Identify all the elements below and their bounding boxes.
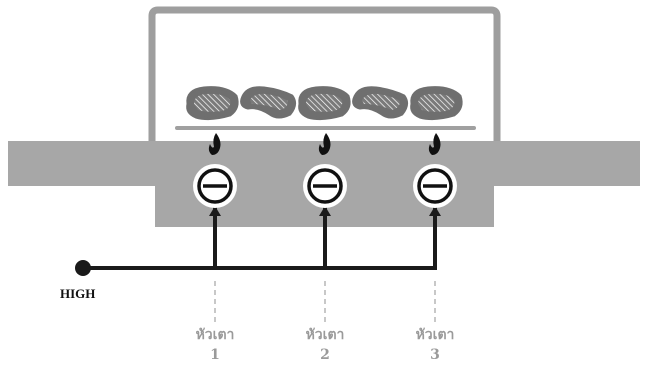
burner-label: หัวเตา: [196, 327, 235, 343]
steak-icon: [240, 86, 297, 119]
burners: หัวเตา 1 หัวเตา 2 หัวเตา 3: [193, 133, 457, 363]
steaks: [186, 86, 463, 121]
burner-3: หัวเตา 3: [413, 133, 457, 363]
hood-icon: [148, 6, 501, 150]
steak-icon: [186, 86, 239, 121]
burner-1: หัวเตา 1: [193, 133, 237, 363]
burner-label: หัวเตา: [416, 327, 455, 343]
control-label: HIGH: [60, 286, 95, 301]
burner-number: 3: [430, 347, 440, 363]
burner-number: 1: [210, 347, 220, 363]
burner-label: หัวเตา: [306, 327, 345, 343]
flame-icon: [208, 133, 221, 155]
burner-2: หัวเตา 2: [303, 133, 347, 363]
flame-icon: [318, 133, 331, 155]
steak-icon: [352, 86, 409, 119]
control-dot: [75, 260, 91, 276]
arrow-head: [209, 206, 221, 216]
arrow-head: [429, 206, 441, 216]
flame-icon: [428, 133, 441, 155]
steak-icon: [298, 86, 351, 121]
steak-icon: [410, 86, 463, 121]
burner-number: 2: [320, 347, 330, 363]
arrow-head: [319, 206, 331, 216]
